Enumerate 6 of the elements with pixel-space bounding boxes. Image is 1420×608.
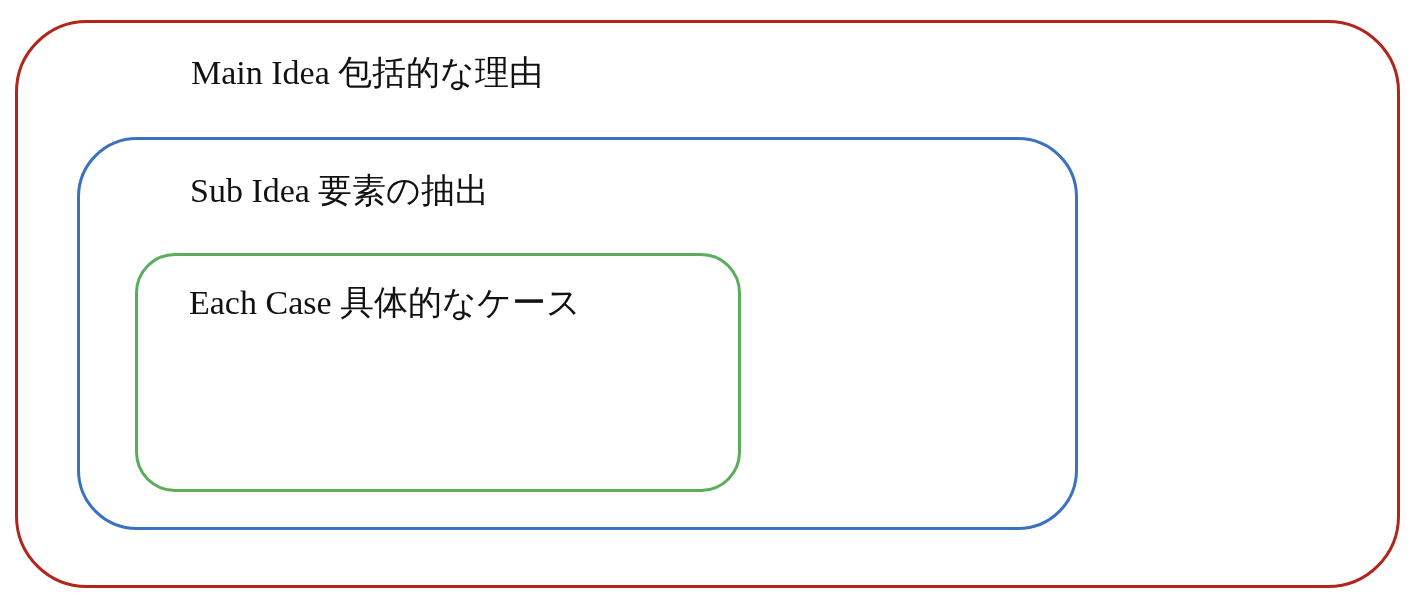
box-heading: Sub Idea 要素の抽出: [190, 171, 490, 211]
middle-rounded-box: [77, 137, 1078, 530]
box-heading: Each Case 具体的なケース: [189, 283, 582, 323]
inner-rounded-box: [135, 253, 741, 492]
outer-rounded-box: [15, 20, 1400, 588]
box-heading: Main Idea 包括的な理由: [191, 53, 544, 93]
